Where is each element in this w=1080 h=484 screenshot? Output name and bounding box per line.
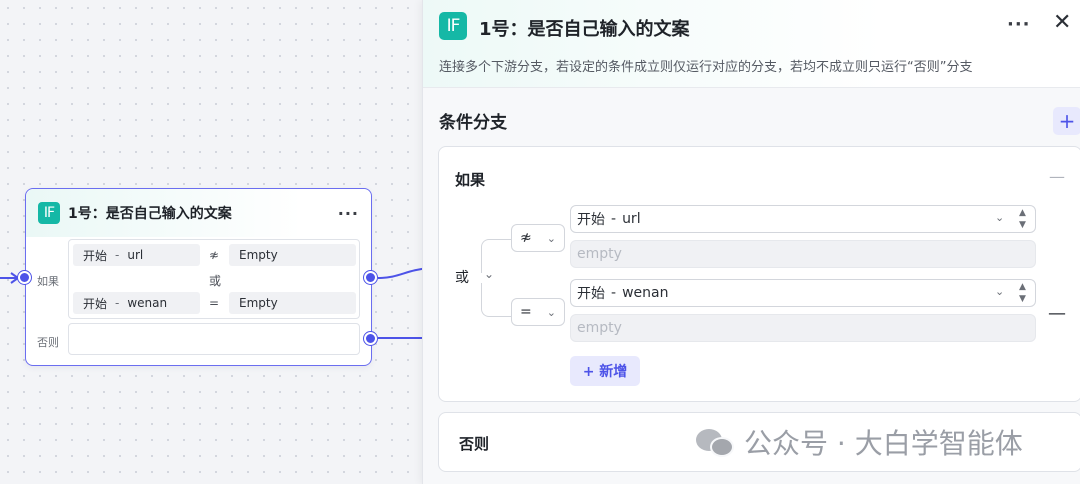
node-else-label: 否则 <box>37 336 59 349</box>
section-title: 条件分支 <box>439 113 507 133</box>
value-input[interactable]: empty <box>570 314 1036 342</box>
add-branch-button[interactable]: + <box>1053 107 1080 135</box>
more-icon[interactable]: ··· <box>337 203 359 223</box>
sort-stepper-icon[interactable]: ▲▼ <box>1019 282 1026 304</box>
collapse-branch-icon[interactable]: — <box>1049 167 1065 186</box>
node-cond-value: Empty <box>229 292 356 314</box>
if-output-port[interactable] <box>364 271 377 284</box>
node-cond-op: ≉ <box>209 248 220 262</box>
chevron-down-icon: ⌄ <box>995 285 1005 298</box>
logic-bracket <box>481 283 511 317</box>
variable-select[interactable]: 开始-wenan ⌄ ▲▼ <box>570 279 1036 307</box>
close-icon[interactable]: ✕ <box>1053 10 1072 35</box>
variable-select[interactable]: 开始-url ⌄ ▲▼ <box>570 205 1036 233</box>
chevron-down-icon: ⌄ <box>995 211 1005 224</box>
if-branch-box: 如果 — 或 ⌄ ≉⌄ 开始-url ⌄ ▲▼ empty =⌄ 开始-wena… <box>438 146 1080 402</box>
value-input[interactable]: empty <box>570 240 1036 268</box>
chevron-down-icon: ⌄ <box>546 231 556 245</box>
watermark: 公众号 · 大白学智能体 <box>696 422 1023 462</box>
chevron-down-icon: ⌄ <box>546 305 556 319</box>
else-output-port[interactable] <box>364 332 377 345</box>
watermark-text: 公众号 · 大白学智能体 <box>744 427 1023 460</box>
input-port[interactable] <box>18 271 31 284</box>
else-branch-box: 否则 <box>438 412 1080 472</box>
else-label: 否则 <box>459 435 490 453</box>
node-condition-group: 开始-url ≉ Empty 或 开始-wenan = Empty <box>68 239 360 319</box>
remove-condition-icon[interactable]: — <box>1048 303 1066 324</box>
if-label: 如果 <box>455 171 486 189</box>
wechat-icon <box>696 427 736 457</box>
condition-node[interactable]: IF 1号：是否自己输入的文案 ··· 如果 否则 开始-url ≉ Empty… <box>25 188 372 366</box>
sort-stepper-icon[interactable]: ▲▼ <box>1019 208 1026 230</box>
logic-bracket <box>481 239 511 273</box>
add-condition-button[interactable]: + 新增 <box>570 356 640 386</box>
if-icon: IF <box>439 12 467 40</box>
connection-lines <box>0 267 430 339</box>
operator-select[interactable]: =⌄ <box>511 298 565 326</box>
logic-select[interactable]: 或 <box>455 270 469 286</box>
panel-description: 连接多个下游分支，若设定的条件成立则仅运行对应的分支，若均不成立则只运行“否则”… <box>439 60 973 75</box>
node-logic: 或 <box>209 274 222 288</box>
node-cond-op: = <box>209 296 220 310</box>
workflow-canvas[interactable]: IF 1号：是否自己输入的文案 ··· 如果 否则 开始-url ≉ Empty… <box>0 0 430 484</box>
node-else-box <box>68 323 360 355</box>
node-settings-panel: IF 1号：是否自己输入的文案 ··· ✕ 连接多个下游分支，若设定的条件成立则… <box>422 0 1080 484</box>
node-cond-var: 开始-wenan <box>73 292 200 314</box>
chevron-down-icon[interactable]: ⌄ <box>484 267 495 281</box>
panel-header: IF 1号：是否自己输入的文案 ··· ✕ 连接多个下游分支，若设定的条件成立则… <box>423 0 1080 88</box>
node-if-label: 如果 <box>37 275 59 288</box>
panel-title[interactable]: 1号：是否自己输入的文案 <box>479 19 690 40</box>
node-title: 1号：是否自己输入的文案 <box>68 206 232 222</box>
node-header: IF 1号：是否自己输入的文案 ··· <box>26 189 371 237</box>
operator-select[interactable]: ≉⌄ <box>511 224 565 252</box>
node-cond-var: 开始-url <box>73 244 200 266</box>
more-icon[interactable]: ··· <box>1007 14 1031 35</box>
node-cond-value: Empty <box>229 244 356 266</box>
if-icon: IF <box>38 202 60 224</box>
